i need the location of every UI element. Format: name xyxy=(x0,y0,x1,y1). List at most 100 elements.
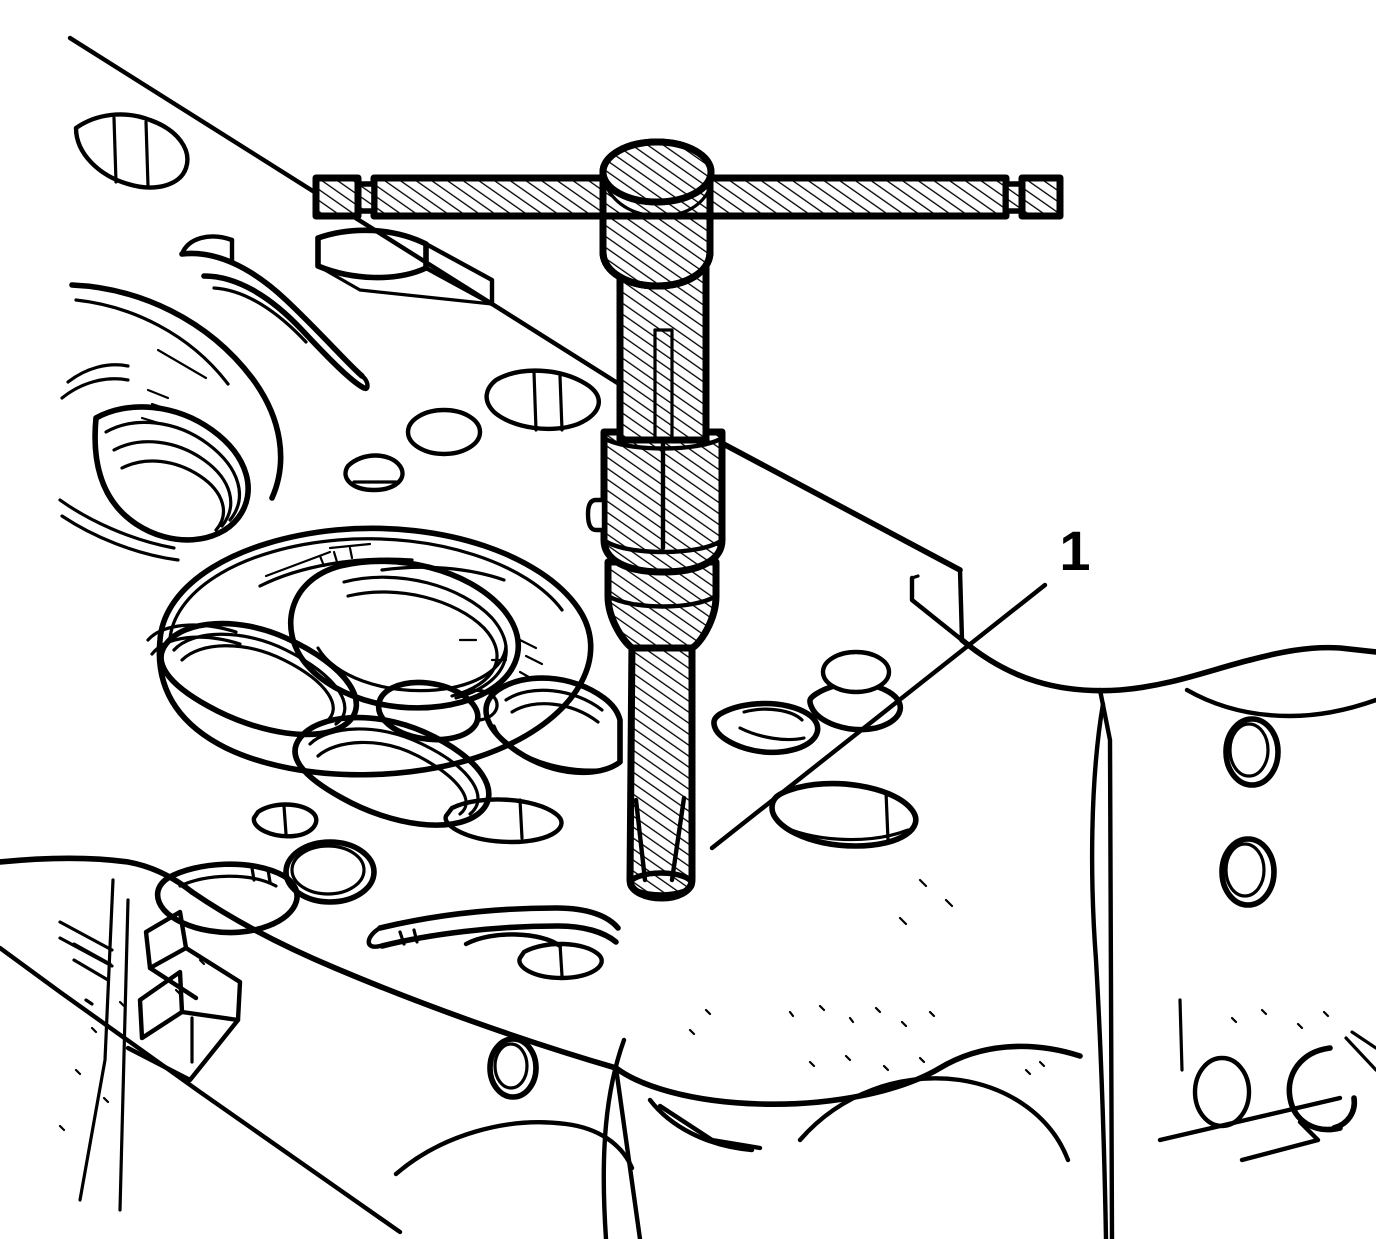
head-rib-curve-left xyxy=(377,905,621,931)
head-lower-rib-diag-2 xyxy=(1350,1030,1376,1050)
chamber-upper-lower-edge xyxy=(58,498,176,550)
head-bolt-hole xyxy=(1192,1055,1252,1129)
left-edge-hatch xyxy=(58,920,114,968)
head-lower-detail-b xyxy=(657,1103,763,1151)
intake-runner-upper-end xyxy=(359,373,370,392)
valve-seat-upper-ring1 xyxy=(104,420,241,522)
head-right-wall-curve xyxy=(1089,701,1109,1239)
head-bolt-hole-partial xyxy=(1286,1045,1343,1133)
boss-pad-edge xyxy=(147,965,199,1001)
tool-center-boss-top-front xyxy=(599,138,715,206)
deck-notch-inner xyxy=(909,575,965,643)
deck-edge-right-curve xyxy=(959,637,1253,694)
head-bolt-hole-inner xyxy=(1228,722,1270,778)
head-lower-arc xyxy=(393,1120,635,1177)
head-bolt-hole-inner xyxy=(1224,842,1266,898)
callout-1: 1 xyxy=(709,519,1091,851)
intake-runner-upper-cap xyxy=(179,234,235,257)
tool-center-boss-outline xyxy=(599,174,714,290)
tool-handle-right-cap xyxy=(1018,174,1064,220)
head-rib-curve-left-2 xyxy=(379,923,619,949)
coolant-passage-small xyxy=(343,453,405,493)
boss-pad-side xyxy=(179,945,243,1023)
deck-slot-c-top xyxy=(463,932,563,949)
oil-passage-mid-inner xyxy=(784,826,910,842)
head-center-vert-edge-2 xyxy=(601,1037,627,1239)
combustion-chamber-upper-rim xyxy=(69,282,284,501)
deck-slot-c-rib xyxy=(558,942,564,978)
callout-label-1: 1 xyxy=(1059,519,1090,582)
valve-seat-intake-1-outer2 xyxy=(150,635,242,656)
head-bolt-hole-partial-2 xyxy=(1331,1095,1358,1131)
valve-seat-intake-2 xyxy=(292,714,492,828)
chamber-upper-lower-edge-2 xyxy=(60,514,180,562)
tool-taper-curve xyxy=(605,593,719,609)
chamber-texture-b xyxy=(518,638,544,682)
head-bolt-hole-large-inner xyxy=(290,844,366,896)
spark-plug-hole xyxy=(375,679,481,743)
intake-runner-upper-inner xyxy=(201,273,367,391)
tool-tip-bore-ellipse xyxy=(627,870,695,898)
valve-seat-exhaust-2-ring3 xyxy=(492,724,600,772)
head-rib-curve-left-cap xyxy=(366,925,383,949)
deck-edge-top-left xyxy=(67,35,703,438)
valve-seat-intake-1 xyxy=(158,620,359,738)
oil-passage-mid-rib xyxy=(884,790,890,842)
deck-edge-notch-vert xyxy=(957,567,965,643)
chamber-upper-detail-a xyxy=(66,363,130,384)
port-slot-upper-right xyxy=(484,368,601,432)
head-center-vert-edge xyxy=(613,1065,643,1239)
chamber-roof-line-2 xyxy=(380,565,506,582)
deck-slot-b-rib xyxy=(518,798,524,840)
head-lower-rib-vert xyxy=(1178,998,1184,1072)
head-right-top-edge xyxy=(1247,644,1376,663)
deck-slot-a xyxy=(251,802,319,839)
head-rib-line xyxy=(1157,1095,1343,1143)
tool-shaft-flute-right xyxy=(669,795,687,883)
t-handle-reamer-tool xyxy=(312,138,1064,902)
valve-seat-exhaust-1 xyxy=(287,558,521,711)
deck-notch-lip xyxy=(910,574,920,580)
head-lower-detail-a xyxy=(647,1097,755,1153)
combustion-chamber-main-rim xyxy=(156,525,594,778)
deck-step-top-side xyxy=(423,241,495,307)
combustion-chamber-main-rim-inner xyxy=(168,537,564,640)
head-lower-arc-right xyxy=(797,1076,1071,1163)
left-edge-fleck xyxy=(84,998,94,1006)
combustion-chamber-upper-rim-2 xyxy=(74,298,230,386)
valve-seat-intake-1-ring2 xyxy=(180,644,335,724)
valve-seat-upper-ring3 xyxy=(120,459,226,532)
valve-seat-intake-2-ring2 xyxy=(316,740,468,816)
head-right-ledge xyxy=(1184,687,1376,719)
tool-lower-shaft xyxy=(626,636,696,902)
deck-slot-a-rib xyxy=(282,804,288,836)
port-slot-topleft-ribs xyxy=(112,116,150,188)
deck-step-top-base xyxy=(316,264,494,306)
chamber-upper-tick xyxy=(156,348,208,380)
head-left-vertical-edge xyxy=(118,898,130,1212)
head-lower-rib-diag xyxy=(1344,1036,1376,1072)
callout-leader-line xyxy=(709,582,1048,851)
valve-seat-exhaust-1-ring1 xyxy=(342,575,508,700)
tool-handle-left-cap xyxy=(312,174,362,220)
tool-shaft-flute-left xyxy=(633,797,648,883)
oil-drain-passage xyxy=(711,700,821,756)
chamber-texture-c xyxy=(458,638,508,662)
valve-seat-exhaust-2-ring2 xyxy=(510,702,600,724)
valve-seat-intake-2-ring1 xyxy=(308,727,480,816)
head-rib-tick xyxy=(398,928,419,946)
coolant-passage xyxy=(405,407,483,457)
cylinder-head xyxy=(0,35,1376,1239)
valve-seat-intake-1-outer xyxy=(146,623,238,642)
head-rib-arrow xyxy=(1239,1119,1321,1163)
deck-slot-left-a-tick xyxy=(250,866,272,884)
deck-edge-bottom xyxy=(189,889,619,1071)
tool-collar-top-curve xyxy=(601,435,725,451)
deck-slot-b xyxy=(443,797,564,845)
deck-slot-left-a xyxy=(154,861,300,936)
intake-runner-upper-inner2 xyxy=(212,286,308,344)
oil-drain-passage-inner2 xyxy=(738,726,806,742)
deck-slot-left-a-inner xyxy=(178,874,278,888)
head-bolt-hole-inner xyxy=(493,1042,529,1090)
